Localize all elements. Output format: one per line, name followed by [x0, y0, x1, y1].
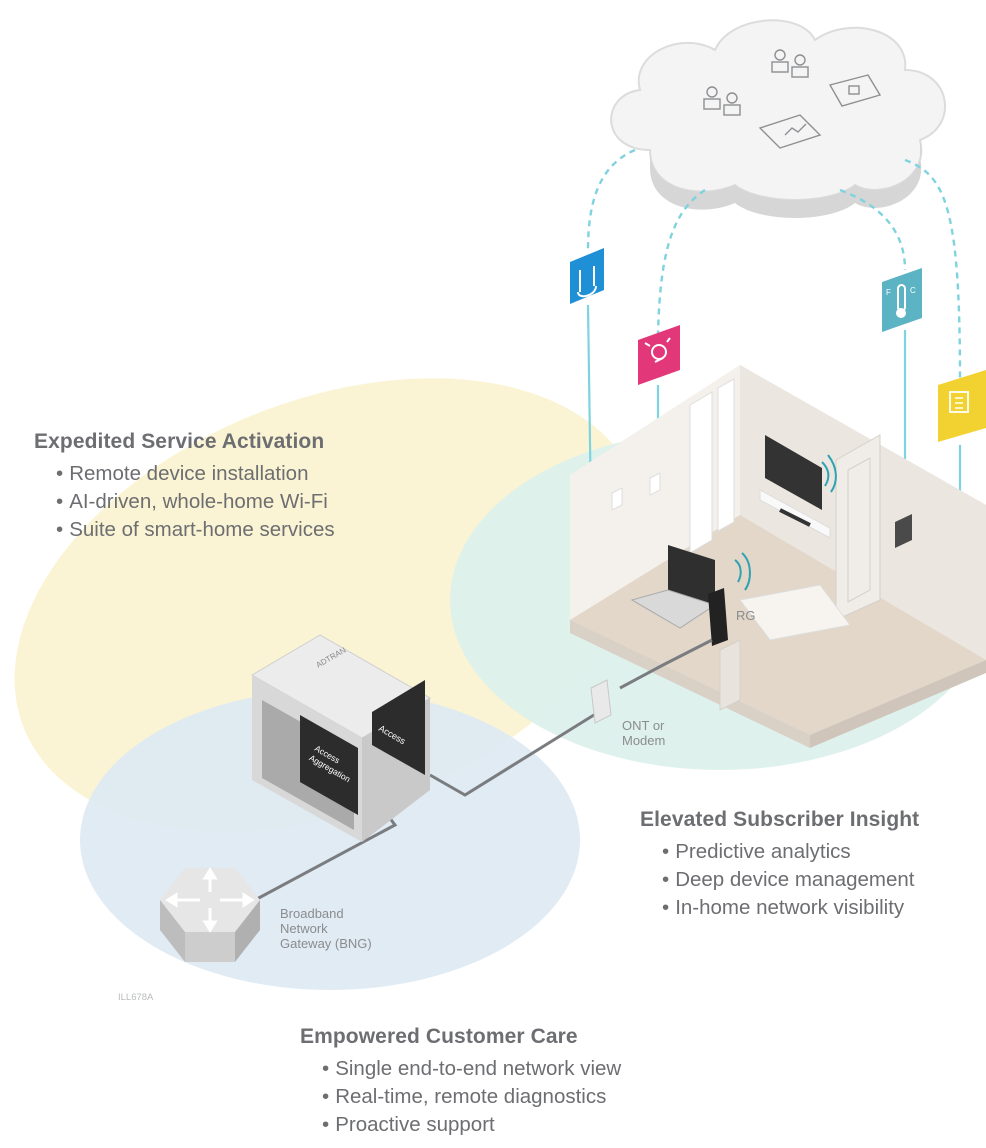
chassis: ADTRAN Access Access Aggregation: [251, 634, 431, 842]
activation-list: Remote device installation AI-driven, wh…: [34, 460, 335, 544]
list-item: Proactive support: [322, 1111, 621, 1139]
activation-section: Expedited Service Activation Remote devi…: [34, 430, 335, 544]
wifi-waves: [734, 454, 837, 591]
cloud-links: [586, 148, 962, 381]
bng-label: Broadband Network Gateway (BNG): [280, 906, 372, 951]
ont-label: ONT or Modem: [622, 718, 666, 748]
insight-list: Predictive analytics Deep device managem…: [640, 838, 919, 922]
analytics-monitor-icon: [758, 114, 822, 149]
ont-device: [590, 679, 612, 724]
list-item: AI-driven, whole-home Wi-Fi: [56, 488, 335, 516]
tv: [765, 435, 822, 510]
plug-icon: [570, 248, 604, 304]
list-item: Suite of smart-home services: [56, 516, 334, 544]
care-section: Empowered Customer Care Single end-to-en…: [300, 1025, 621, 1139]
rg-label: RG: [736, 608, 756, 623]
activation-title: Expedited Service Activation: [34, 430, 325, 453]
illustration-code: ILL678A: [118, 992, 154, 1003]
rg-device: [708, 588, 728, 646]
keypad-icon: [938, 370, 986, 442]
list-item: Predictive analytics: [662, 838, 919, 866]
list-item: In-home network visibility: [662, 894, 919, 922]
cloud: [610, 19, 947, 218]
list-item: Single end-to-end network view: [322, 1055, 621, 1083]
temp-c-label: C: [910, 286, 916, 295]
lock-screen-icon: [828, 74, 882, 107]
insight-section: Elevated Subscriber Insight Predictive a…: [640, 808, 919, 922]
care-title: Empowered Customer Care: [300, 1025, 578, 1048]
list-item: Remote device installation: [56, 460, 335, 488]
list-item: Real-time, remote diagnostics: [322, 1083, 621, 1111]
list-item: Deep device management: [662, 866, 919, 894]
room: [570, 365, 986, 748]
temp-f-label: F: [886, 288, 891, 297]
lightbulb-icon: [638, 325, 680, 385]
laptop: [630, 545, 717, 629]
people-icon: [703, 49, 809, 116]
bng-router: [160, 867, 260, 962]
router-arrows-icon: [165, 867, 255, 933]
thermometer-icon: F C: [882, 268, 922, 332]
care-list: Single end-to-end network view Real-time…: [300, 1055, 621, 1139]
insight-title: Elevated Subscriber Insight: [640, 808, 920, 831]
